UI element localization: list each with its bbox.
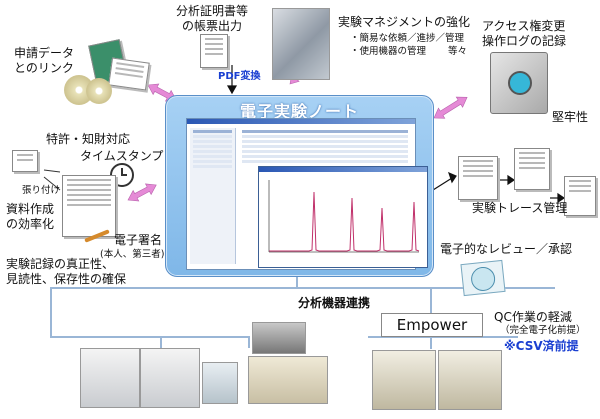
- safe-dial-icon: [508, 71, 532, 95]
- ph-meter-image: [202, 362, 238, 404]
- label-mgmt-bullet-1: ・簡易な依頼／進捗／管理: [350, 33, 464, 45]
- label-authenticity-2: 見読性、保存性の確保: [6, 272, 126, 286]
- label-access-log-2: 操作ログの記録: [482, 34, 566, 48]
- label-report-1: 分析証明書等: [176, 4, 248, 18]
- computer-monitor-image: [252, 322, 306, 354]
- label-qc-1: QC作業の軽減: [494, 310, 572, 324]
- seal-icon: [470, 266, 496, 292]
- label-review: 電子的なレビュー／承認: [440, 242, 572, 256]
- form-document-image: [108, 57, 150, 90]
- label-doc-creation-1: 資料作成: [6, 202, 54, 216]
- label-experiment-mgmt: 実験マネジメントの強化: [338, 15, 470, 29]
- notebook-tree-pane: [190, 128, 236, 264]
- label-report-2: の帳票出力: [182, 19, 242, 33]
- label-access-log-1: アクセス権変更: [482, 19, 565, 33]
- trace-document-2: [514, 148, 550, 190]
- report-document-image: [200, 34, 228, 68]
- balance-image-2: [140, 348, 200, 408]
- hplc-image-1: [372, 350, 436, 410]
- trace-document-3: [564, 176, 596, 216]
- certificate-image: [460, 260, 505, 296]
- paper-document-image: [62, 175, 116, 237]
- label-qc-2: （完全電子化前提）: [500, 325, 586, 337]
- label-patent-1: 特許・知財対応: [46, 132, 130, 146]
- label-patent-2: タイムスタンプ: [80, 149, 163, 163]
- trace-document-1: [458, 156, 498, 200]
- electronic-notebook-panel: 電子実験ノート: [165, 95, 434, 277]
- label-pdf: PDF変換: [218, 70, 260, 84]
- label-apply-link-2: とのリンク: [14, 61, 74, 75]
- safe-image: [490, 52, 548, 114]
- chromatogram-window: [258, 166, 428, 268]
- label-authenticity-1: 実験記録の真正性、: [6, 257, 114, 271]
- label-apply-link-1: 申請データ: [14, 46, 74, 60]
- label-paste: 張り付け: [22, 185, 60, 197]
- disc-image-2: [86, 78, 112, 104]
- label-esign-1: 電子署名: [114, 233, 162, 247]
- arrow-security: [431, 92, 470, 123]
- label-robustness: 堅牢性: [552, 110, 588, 124]
- lab-photo: [272, 8, 330, 80]
- chromatogram-plot: [259, 172, 425, 264]
- label-trace: 実験トレース管理: [472, 201, 567, 215]
- balance-image-1: [80, 348, 140, 408]
- label-mgmt-bullet-2: ・使用機器の管理 等々: [350, 46, 467, 58]
- label-csv: ※CSV済前提: [504, 339, 579, 353]
- empower-box: Empower: [381, 313, 483, 337]
- label-instrument-link: 分析機器連携: [298, 296, 370, 310]
- chart-thumbnail-image: [12, 150, 38, 172]
- analyzer-image: [248, 356, 328, 404]
- hplc-image-2: [438, 350, 502, 410]
- label-doc-creation-2: の効率化: [6, 217, 54, 231]
